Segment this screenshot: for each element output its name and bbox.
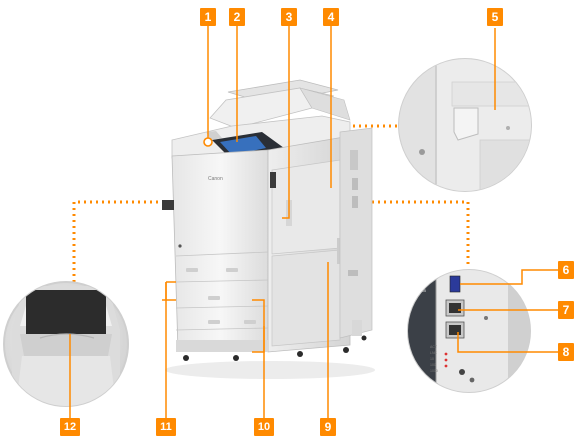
port-label-10: 10 — [430, 357, 434, 361]
callout-2: 2 — [229, 8, 245, 26]
printer-unit: Canon — [162, 79, 375, 379]
detail-circle-right: USB ACT LNK 10 100 1000 — [407, 269, 531, 393]
callout-7: 7 — [558, 301, 574, 319]
callout-11: 11 — [156, 418, 176, 436]
callout-10: 10 — [254, 418, 274, 436]
detail-circle-top — [398, 58, 532, 192]
callout-4: 4 — [323, 8, 339, 26]
callout-12: 12 — [60, 418, 80, 436]
callout-3: 3 — [281, 8, 297, 26]
port-label-act: ACT — [430, 345, 438, 349]
brand-label: Canon — [208, 176, 223, 182]
callout-5: 5 — [487, 8, 503, 26]
callout-6: 6 — [558, 261, 574, 279]
callout-9: 9 — [320, 418, 336, 436]
detail-circle-left — [3, 281, 129, 407]
port-label-100: 100 — [430, 363, 436, 367]
callout-8: 8 — [558, 343, 574, 361]
paper-drawers — [175, 251, 269, 331]
port-label-lnk: LNK — [430, 351, 437, 355]
port-label-1000: 1000 — [430, 369, 438, 373]
callout-leaders — [69, 26, 558, 418]
callout-1: 1 — [200, 8, 216, 26]
